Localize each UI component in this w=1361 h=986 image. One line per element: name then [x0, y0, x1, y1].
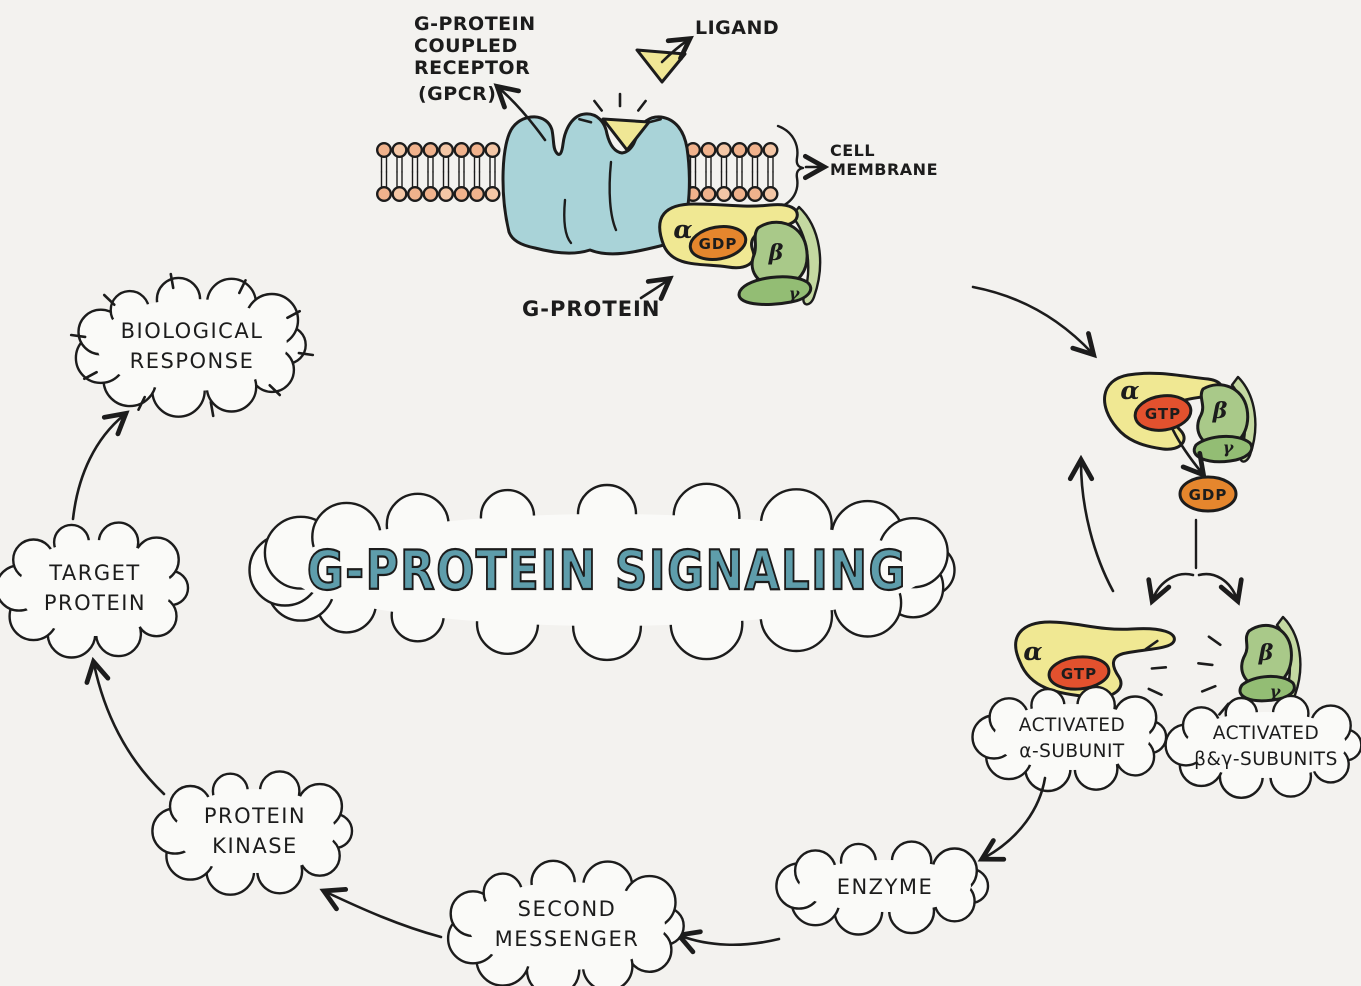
gtp-molecule	[1133, 394, 1193, 432]
protein-kinase-line2: KINASE	[212, 834, 298, 858]
activated-beta-gamma-subunits: β γ	[1197, 615, 1302, 716]
activated-alpha-line1: ACTIVATED	[1019, 715, 1125, 736]
lipid-bilayer-left	[376, 141, 501, 202]
gamma-label: γ	[789, 284, 801, 303]
receptor-groove-line	[563, 198, 573, 245]
beta-label: β	[1212, 398, 1228, 424]
biological-response-line1: BIOLOGICAL	[121, 319, 264, 343]
gpcr-label-line4: (GPCR)	[418, 83, 496, 105]
enzyme-cloud: ENZYME	[775, 840, 990, 936]
emphasis-rays	[1197, 635, 1230, 716]
active-g-protein-complex: α GTP β γ	[1103, 371, 1257, 464]
arrow-alpha-to-enzyme	[984, 776, 1047, 858]
second-messenger-cloud: SECOND MESSENGER	[446, 859, 685, 986]
gpcr-label-line1: G-PROTEIN	[414, 13, 536, 35]
split-arrow-right	[1197, 572, 1237, 599]
ligand-shine-rays	[578, 92, 662, 124]
cell-membrane-label: CELL MEMBRANE	[830, 141, 938, 179]
alpha-label: α	[673, 215, 692, 244]
gtp-molecule	[1047, 655, 1111, 691]
gtp-label: GTP	[1061, 665, 1097, 683]
g-protein-arrow	[639, 280, 668, 298]
bound-ligand-triangle	[601, 117, 651, 152]
gpcr-label-line2: COUPLED	[414, 35, 518, 57]
gpcr-label-line3: RECEPTOR	[414, 57, 530, 79]
beta-label: β	[768, 240, 784, 266]
protein-kinase-cloud: PROTEIN KINASE	[151, 770, 354, 896]
alpha-label: α	[1023, 637, 1042, 666]
gpcr-label: G-PROTEIN COUPLED RECEPTOR (GPCR)	[414, 13, 536, 105]
gamma-subunit-shape	[737, 275, 813, 306]
cell-membrane-line1: CELL	[830, 141, 875, 160]
gtp-label: GTP	[1145, 405, 1181, 423]
ligand-triangle	[635, 48, 687, 84]
split-arrow-left	[1153, 572, 1195, 599]
activated-beta-gamma-line1: ACTIVATED	[1213, 723, 1319, 744]
ligand-arrow	[660, 40, 688, 64]
arrow-kinase-to-target	[94, 664, 166, 796]
gdp-label: GDP	[699, 235, 738, 253]
gamma-label: γ	[1270, 682, 1282, 701]
arrow-target-to-response	[71, 415, 124, 521]
gpcr-arrow	[499, 88, 547, 142]
enzyme-label: ENZYME	[837, 875, 934, 899]
biological-response-line2: RESPONSE	[130, 349, 255, 373]
arrow-trimer-to-active	[971, 285, 1092, 353]
activated-beta-gamma-cloud: ACTIVATED β&γ-SUBUNITS	[1164, 694, 1361, 799]
arrow-enzyme-to-messenger	[681, 936, 781, 945]
alpha-label: α	[1120, 376, 1139, 405]
title-cloud: G-PROTEIN SIGNALING	[248, 482, 956, 662]
target-protein-cloud: TARGET PROTEIN	[0, 521, 190, 659]
arrow-messenger-to-kinase	[326, 892, 443, 939]
cell-membrane-line2: MEMBRANE	[830, 160, 938, 179]
biological-response-rays	[69, 272, 315, 418]
gdp-molecule	[688, 225, 748, 261]
activated-alpha-cloud: ACTIVATED α-SUBUNIT	[971, 685, 1168, 793]
g-protein-trimer: α GDP β γ	[658, 202, 822, 306]
activated-beta-gamma-line2: β&γ-SUBUNITS	[1194, 749, 1338, 770]
biological-response-cloud: BIOLOGICAL RESPONSE	[74, 276, 307, 418]
beta-label: β	[1258, 640, 1274, 666]
target-protein-line1: TARGET	[48, 561, 141, 585]
membrane-brace	[776, 124, 805, 210]
g-protein-label: G-PROTEIN	[522, 297, 660, 321]
arrow-gtp-to-gdp	[1171, 428, 1202, 473]
gamma-label: γ	[1223, 438, 1235, 457]
page-title: G-PROTEIN SIGNALING	[307, 539, 907, 602]
activated-alpha-line2: α-SUBUNIT	[1019, 741, 1125, 762]
second-messenger-line1: SECOND	[518, 897, 617, 921]
activated-alpha-subunit: α GTP	[1014, 620, 1176, 718]
protein-kinase-line1: PROTEIN	[204, 804, 306, 828]
ligand-label: LIGAND	[695, 17, 779, 39]
arrow-recycle-up	[1081, 462, 1115, 593]
released-gdp-molecule	[1178, 475, 1238, 513]
released-gdp-label: GDP	[1189, 486, 1228, 504]
receptor-groove-line	[608, 160, 618, 232]
target-protein-line2: PROTEIN	[44, 591, 146, 615]
second-messenger-line2: MESSENGER	[495, 927, 640, 951]
